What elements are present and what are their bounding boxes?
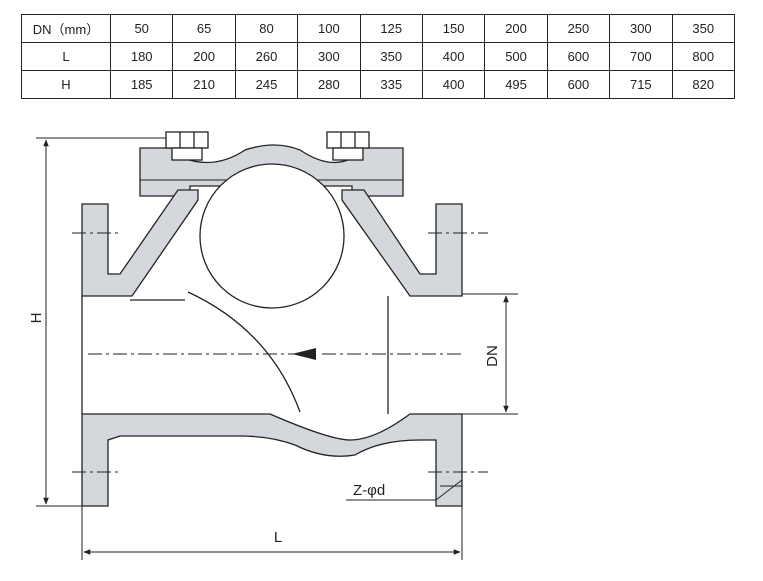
valve-section-drawing: H L DN Z-φd	[28, 131, 518, 560]
spec-cell: 200	[172, 42, 236, 71]
spec-cell: 335	[359, 70, 423, 99]
flow-direction	[88, 348, 462, 360]
spec-cell: 180	[109, 42, 174, 71]
left-bolt-head	[165, 131, 209, 149]
spec-cell: 100	[297, 14, 361, 43]
spec-row-label: H	[21, 70, 111, 99]
spec-cell: 600	[546, 70, 611, 99]
spec-cell: 245	[234, 70, 299, 99]
spec-cell: 300	[609, 14, 673, 43]
spec-cell: 280	[297, 70, 361, 99]
ball	[199, 163, 345, 309]
spec-cell: 500	[484, 42, 548, 71]
valve-outlines	[81, 131, 389, 414]
bolt-hole-label: Z-φd	[353, 482, 385, 499]
lower-body	[81, 413, 463, 507]
spec-cell: 250	[546, 14, 611, 43]
spec-cell: 495	[484, 70, 548, 99]
spec-row-label: L	[21, 42, 111, 71]
spec-cell: 400	[421, 42, 486, 71]
spec-cell: 700	[609, 42, 673, 71]
upper-left-flange	[81, 189, 199, 297]
spec-cell: 820	[671, 70, 736, 99]
spec-row-label: DN（mm）	[21, 14, 111, 43]
spec-cell: 80	[234, 14, 299, 43]
spec-cell: 260	[234, 42, 299, 71]
spec-cell: 150	[421, 14, 486, 43]
spec-cell: 600	[546, 42, 611, 71]
spec-cell: 185	[109, 70, 174, 99]
spec-cell: 400	[421, 70, 486, 99]
spec-cell: 350	[671, 14, 736, 43]
right-bolt-head	[326, 131, 370, 149]
spec-cell: 800	[671, 42, 736, 71]
spec-cell: 65	[172, 14, 236, 43]
spec-cell: 50	[109, 14, 174, 43]
spec-cell: 200	[484, 14, 548, 43]
spec-cell: 715	[609, 70, 673, 99]
length-label: L	[274, 529, 282, 546]
dn-label: DN	[484, 345, 501, 367]
center-lines	[72, 232, 488, 473]
spec-cell: 125	[359, 14, 423, 43]
height-label: H	[28, 313, 45, 324]
dimension-lines	[36, 137, 518, 560]
flow-arrow	[292, 348, 316, 360]
right-bolt-nut	[332, 147, 364, 161]
left-bolt-nut	[171, 147, 203, 161]
upper-right-flange	[341, 189, 463, 297]
spec-cell: 350	[359, 42, 423, 71]
spec-cell: 210	[172, 70, 236, 99]
ball-swing-path	[187, 291, 301, 413]
spec-cell: 300	[297, 42, 361, 71]
